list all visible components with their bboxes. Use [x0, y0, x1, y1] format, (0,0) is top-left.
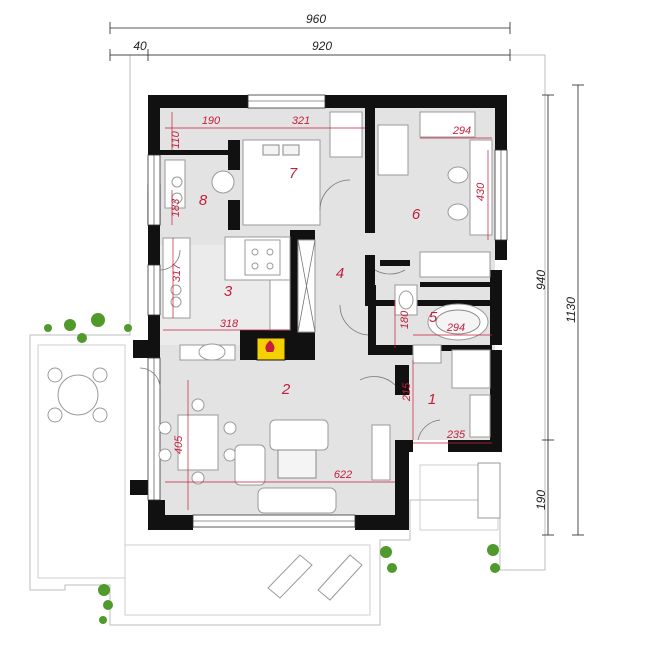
dimension-294-top: 294: [452, 125, 471, 137]
dimension-317: 317: [171, 263, 183, 282]
dimension-405: 405: [173, 435, 185, 454]
plants: [44, 313, 500, 624]
room-number-2: 2: [281, 381, 291, 398]
dimension-183: 183: [170, 198, 182, 217]
room-number-3: 3: [224, 283, 233, 300]
room-number-5: 5: [429, 309, 438, 326]
windows: [147, 94, 508, 528]
furniture: [47, 111, 501, 601]
room-number-6: 6: [412, 206, 421, 223]
dimension-318: 318: [220, 318, 239, 330]
dimension-110: 110: [170, 130, 182, 148]
dimension-180: 180: [399, 310, 411, 329]
flame-icon: [265, 340, 275, 352]
dimension-622: 622: [334, 469, 352, 481]
dimension-side-house: 940: [534, 270, 548, 290]
dimension-top-right: 920: [312, 39, 332, 53]
room-number-8: 8: [199, 192, 208, 209]
door-swings: [139, 179, 441, 441]
dimension-top-overall: 960: [306, 12, 326, 26]
dimension-294-bathroom: 294: [446, 322, 465, 334]
room-number-1: 1: [428, 391, 436, 408]
dimension-321: 321: [292, 115, 310, 127]
dimension-235: 235: [446, 429, 466, 441]
dimension-side-overall: 1130: [564, 297, 578, 323]
dimension-top-left: 40: [133, 39, 147, 53]
dimension-side-terrace: 190: [534, 490, 548, 510]
room-dimension-lines: [163, 112, 492, 510]
dimension-430: 430: [475, 182, 487, 201]
room-number-7: 7: [289, 165, 298, 182]
dimension-215: 215: [401, 382, 413, 402]
dimension-190: 190: [202, 115, 221, 127]
top-dimension-lines: [109, 22, 511, 61]
side-dimension-lines: [542, 84, 584, 536]
room-number-4: 4: [336, 265, 344, 282]
